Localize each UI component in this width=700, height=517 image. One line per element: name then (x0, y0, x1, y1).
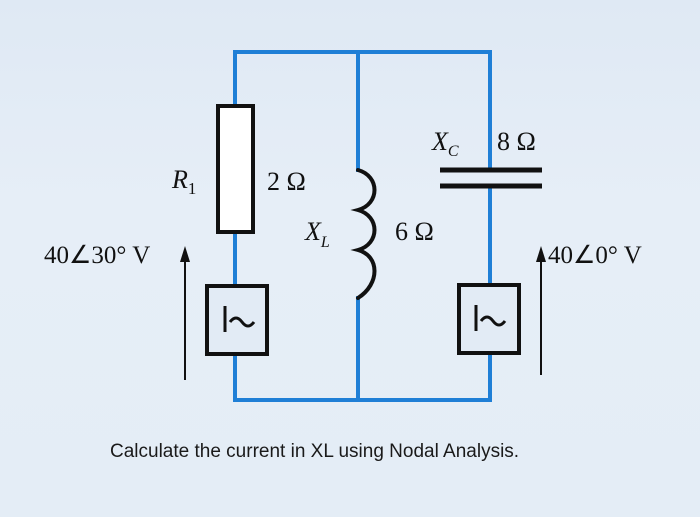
left-source-label: 40∠30° V (44, 242, 150, 269)
xc-value: 8 Ω (497, 127, 536, 156)
resistor-r1 (216, 104, 255, 234)
bottom-wire (233, 353, 492, 402)
circuit-wires (233, 50, 492, 402)
xl-symbol: XL (304, 217, 330, 251)
capacitor-xc (440, 135, 542, 189)
r1-symbol: R1 (171, 165, 196, 198)
right-ac-source (457, 283, 521, 355)
question-caption: Calculate the current in XL using Nodal … (110, 441, 519, 462)
r1-value: 2 Ω (267, 167, 306, 196)
left-ac-source (205, 284, 269, 356)
xl-value: 6 Ω (395, 217, 434, 246)
right-source-arrow (536, 246, 546, 375)
xc-symbol: XC (431, 127, 459, 160)
right-source-label: 40∠0° V (548, 242, 642, 269)
inductor-xl (350, 168, 377, 300)
top-wire (233, 50, 492, 137)
left-source-arrow (180, 246, 190, 380)
